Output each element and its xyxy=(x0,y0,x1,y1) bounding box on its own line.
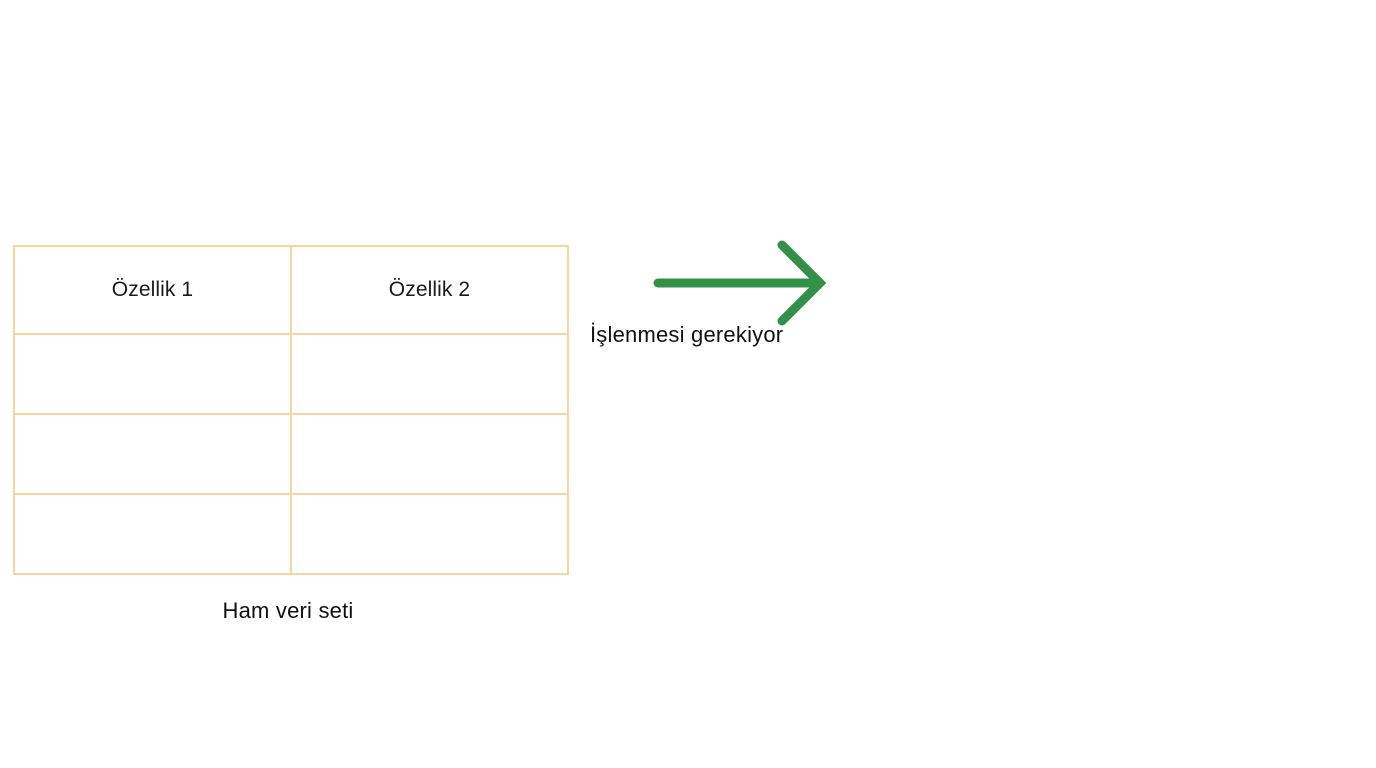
table-row xyxy=(13,413,569,495)
raw-dataset-table: Özellik 1 Özellik 2 xyxy=(13,245,569,575)
table-cell xyxy=(13,413,292,495)
table-header-cell-feature-1: Özellik 1 xyxy=(13,245,292,335)
raw-dataset-caption: Ham veri seti xyxy=(222,598,354,623)
table-cell xyxy=(13,333,292,415)
table-cell xyxy=(290,333,569,415)
table-cell xyxy=(290,413,569,495)
process-arrow-label: İşlenmesi gerekiyor xyxy=(590,322,784,347)
arrow-right-icon xyxy=(653,240,827,326)
table-cell xyxy=(290,493,569,575)
raw-dataset-table-block: Özellik 1 Özellik 2 xyxy=(13,245,569,575)
process-arrow-group: İşlenmesi gerekiyor xyxy=(590,238,890,363)
table-header-label-feature-1: Özellik 1 xyxy=(111,278,194,302)
table-header-cell-feature-2: Özellik 2 xyxy=(290,245,569,335)
table-cell xyxy=(13,493,292,575)
table-row xyxy=(13,493,569,575)
table-header-label-feature-2: Özellik 2 xyxy=(388,278,471,302)
table-row xyxy=(13,333,569,415)
table-header-row: Özellik 1 Özellik 2 xyxy=(13,245,569,335)
